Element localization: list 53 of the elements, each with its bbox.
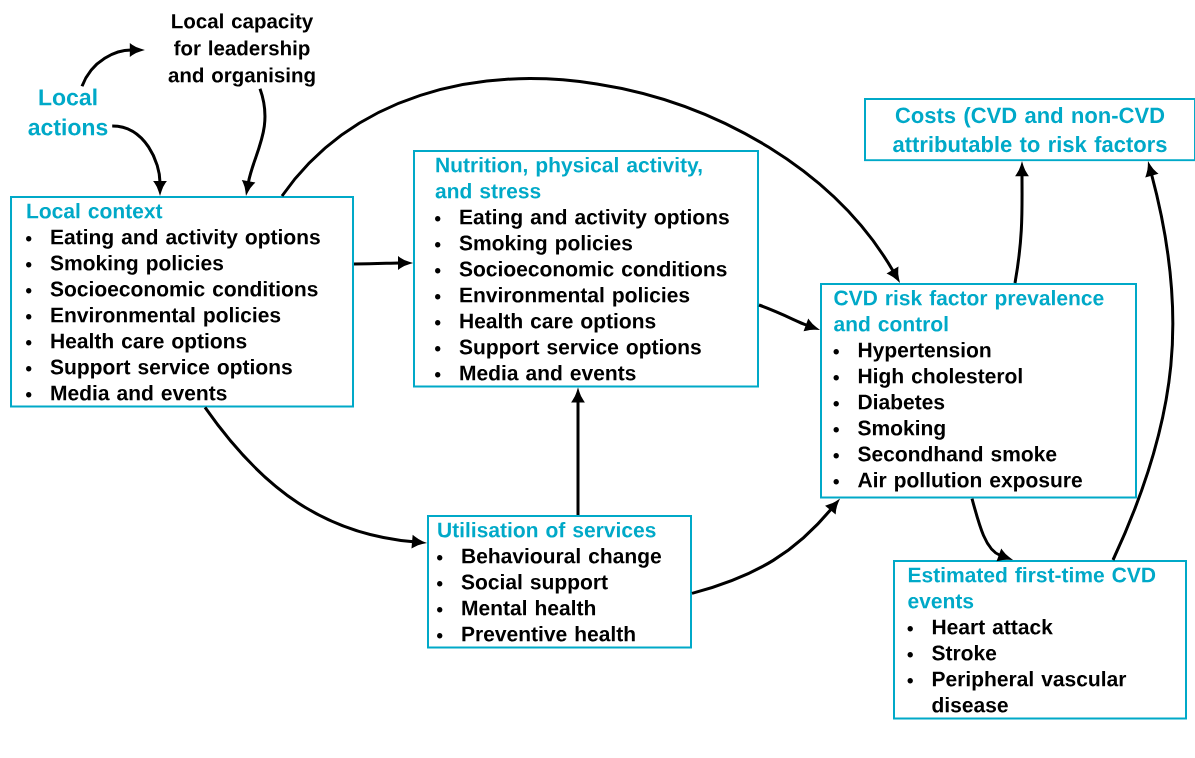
box-heading: Utilisation of services: [438, 522, 656, 538]
bullet-item: Socioeconomic conditions: [50, 281, 318, 297]
text-box: [413, 150, 759, 388]
bullet-item: Smoking policies: [50, 255, 224, 275]
bullet-item: Diabetes: [858, 394, 945, 410]
bullet-item: Eating and activity options: [460, 209, 729, 229]
bullet-item: Peripheral vascular disease: [932, 671, 1127, 713]
text-box: [820, 283, 1137, 499]
arrow: [691, 500, 839, 595]
arrow: [970, 498, 1010, 561]
bullet-item: Eating and activity options: [51, 229, 320, 249]
arrow: [242, 88, 267, 193]
node-label: Local actions: [28, 88, 108, 136]
arrow: [1111, 164, 1175, 561]
box-heading: Local context: [27, 203, 163, 219]
bullet-item: Health care options: [460, 313, 656, 333]
bullet-item: Media and events: [460, 365, 636, 381]
bullet-item: Smoking policies: [459, 235, 633, 255]
bullet-item: Heart attack: [932, 619, 1053, 635]
bullet-item: Social support: [461, 574, 608, 594]
bullet-item: High cholesterol: [858, 368, 1022, 388]
arrow: [80, 44, 142, 87]
box-heading: Costs (CVD and non-CVD attributable to risk factors: [893, 107, 1167, 153]
text-box: [427, 515, 692, 649]
arrow: [1013, 164, 1028, 284]
heading-box: [864, 98, 1195, 162]
arrow: [758, 303, 817, 331]
bullet-item: Mental health: [462, 600, 596, 616]
bullet-item: Preventive health: [462, 626, 635, 642]
bullet-item: Stroke: [932, 645, 997, 661]
bullet-item: Environmental policies: [51, 307, 281, 327]
box-heading: Estimated first-time CVD events: [908, 567, 1156, 609]
bullet-item: Smoking: [858, 420, 945, 440]
text-box: [893, 560, 1187, 720]
arrow: [572, 390, 584, 515]
bullet-item: Secondhand smoke: [858, 446, 1057, 462]
bullet-item: Behavioural change: [462, 548, 661, 568]
arrow: [112, 124, 166, 193]
bullet-item: Environmental policies: [460, 287, 690, 307]
bullet-item: Support service options: [50, 359, 292, 379]
node-label: Local capacity for leadership and organising: [168, 13, 315, 87]
arrow: [280, 77, 899, 281]
text-box: [10, 196, 354, 408]
bullet-item: Air pollution exposure: [858, 472, 1082, 492]
arrow: [203, 406, 424, 548]
arrow: [354, 257, 410, 269]
bullet-item: Hypertension: [858, 342, 991, 362]
bullet-item: Socioeconomic conditions: [459, 261, 727, 277]
box-heading: Nutrition, physical activity, and stress: [435, 157, 702, 199]
box-heading: CVD risk factor prevalence and control: [834, 290, 1104, 332]
bullet-item: Health care options: [51, 333, 247, 353]
bullet-item: Media and events: [51, 385, 227, 401]
bullet-item: Support service options: [459, 339, 701, 359]
